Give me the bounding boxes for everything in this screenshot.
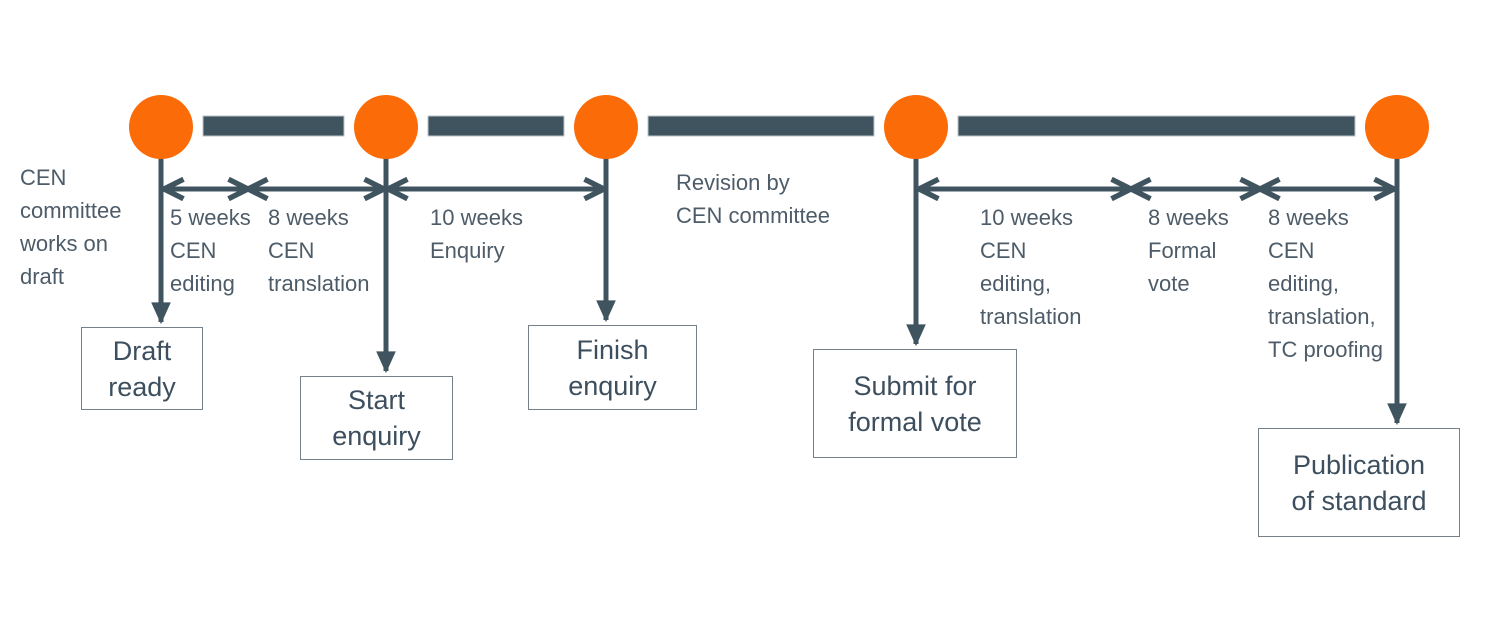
duration-label-enquiry: 10 weeks Enquiry — [430, 205, 523, 263]
milestone-box-start-enquiry: Start enquiry — [300, 376, 453, 460]
intro-note: CEN committee works on draft — [20, 165, 122, 289]
duration-label-formal-vote: 8 weeks Formal vote — [1148, 205, 1229, 296]
duration-label-tc-proofing: 8 weeks CEN editing, translation, TC pro… — [1268, 205, 1383, 362]
duration-label-cen-translation: 8 weeks CEN translation — [268, 205, 370, 296]
duration-label-editing-translation: 10 weeks CEN editing, translation — [980, 205, 1082, 329]
milestone-box-finish-enquiry: Finish enquiry — [528, 325, 697, 410]
milestone-label: Finish enquiry — [568, 334, 657, 401]
timeline-node-2 — [354, 95, 418, 159]
timeline-bar-segment-1 — [202, 115, 345, 137]
duration-label-cen-editing: 5 weeks CEN editing — [170, 205, 251, 296]
timeline-bar-segment-3 — [647, 115, 875, 137]
timeline-bar-segment-2 — [427, 115, 565, 137]
timeline-node-5 — [1365, 95, 1429, 159]
timeline-node-1 — [129, 95, 193, 159]
timeline-node-4 — [884, 95, 948, 159]
milestone-box-draft-ready: Draft ready — [81, 327, 203, 410]
revision-note: Revision by CEN committee — [676, 170, 831, 228]
milestone-label: Draft ready — [108, 335, 176, 402]
milestone-box-submit-formal-vote: Submit for formal vote — [813, 349, 1017, 458]
milestone-box-publication: Publication of standard — [1258, 428, 1460, 537]
timeline-node-3 — [574, 95, 638, 159]
timeline-bar-segment-4 — [957, 115, 1356, 137]
milestone-label: Start enquiry — [332, 385, 421, 451]
milestone-label: Publication of standard — [1291, 449, 1427, 516]
milestone-label: Submit for formal vote — [848, 370, 982, 437]
